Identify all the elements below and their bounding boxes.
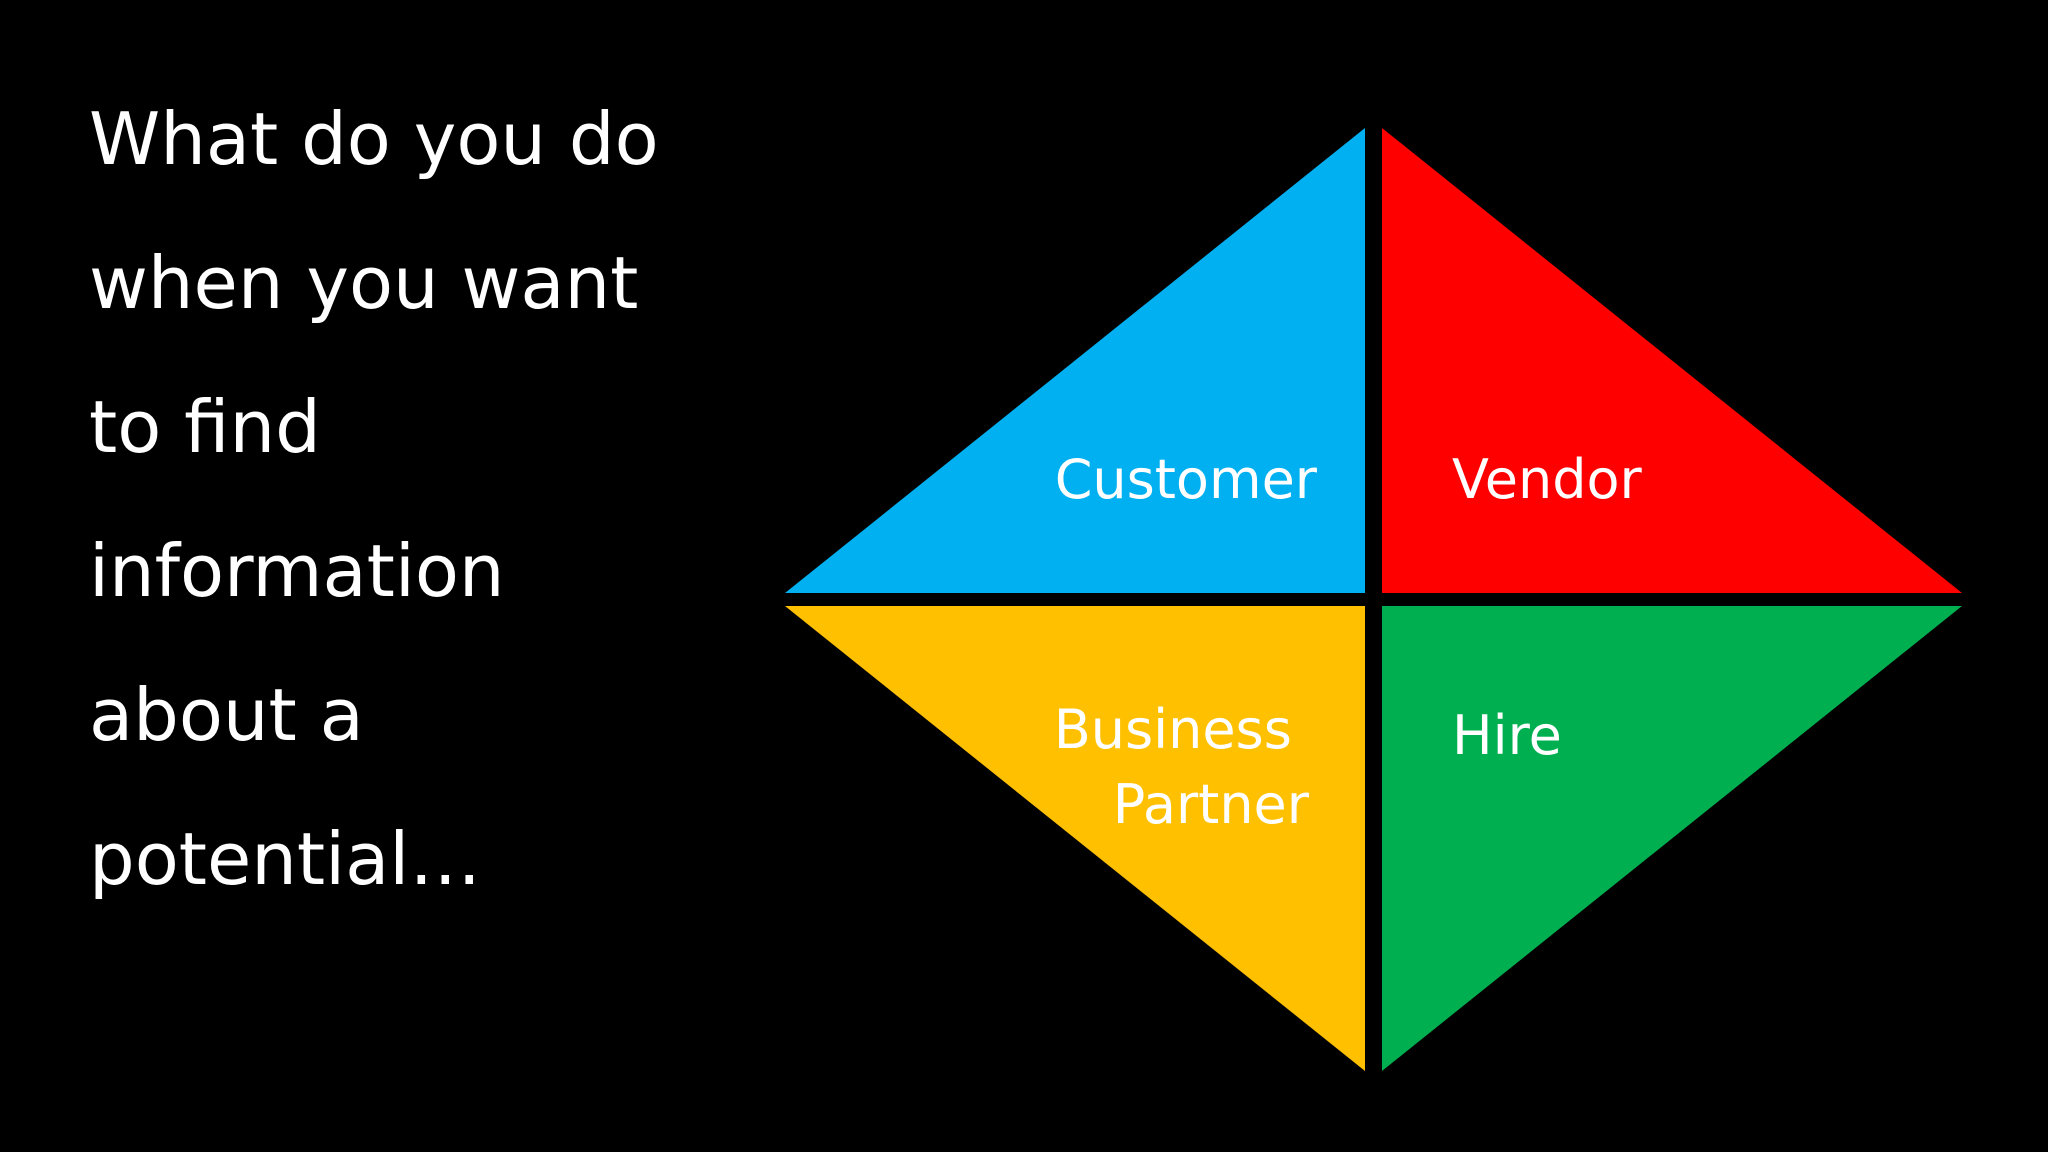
hire-label: Hire [1452,704,1562,767]
question-line: when you want [89,241,639,325]
business-partner-label-line: Business [1054,698,1292,761]
vendor-label: Vendor [1452,448,1643,511]
question-line: information [89,529,505,613]
quadrant-business-partner: Business Partner [785,606,1365,1071]
hire-triangle [1382,606,1962,1071]
business-partner-triangle [785,606,1365,1071]
vendor-triangle [1382,128,1962,593]
business-partner-label-line: Partner [1113,773,1310,836]
quadrant-hire: Hire [1382,606,1962,1071]
vendor-label-line: Vendor [1452,448,1643,511]
question-line: to find [89,385,321,469]
customer-label: Customer [1055,448,1318,511]
question-line: potential… [89,817,482,901]
question-line: about a [89,673,364,757]
customer-label-line: Customer [1055,448,1318,511]
business-partner-label: Business Partner [1054,698,1310,836]
customer-triangle [785,128,1365,593]
quadrant-vendor: Vendor [1382,128,1962,593]
question-text: What do you do when you want to find inf… [89,88,729,952]
hire-label-line: Hire [1452,704,1562,767]
quadrant-customer: Customer [785,128,1365,593]
question-line: What do you do [89,97,659,181]
